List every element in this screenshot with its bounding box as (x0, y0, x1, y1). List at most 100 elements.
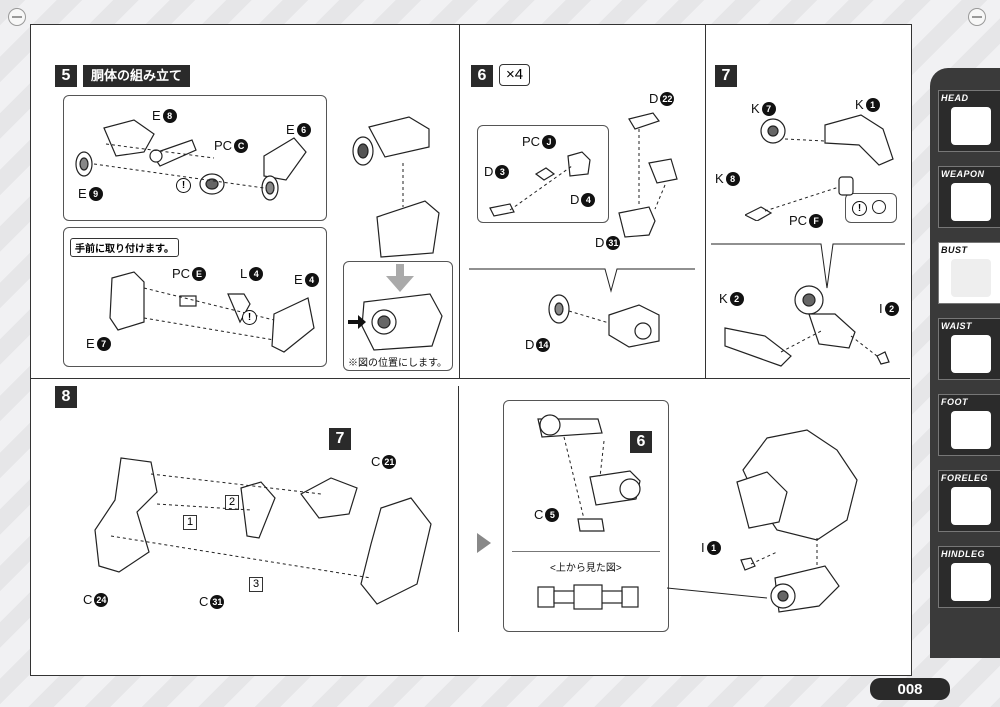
label-pc-c: PC C (214, 138, 249, 153)
step6-parts (618, 112, 678, 238)
label-e9-letter: E (78, 186, 87, 201)
label-d3-letter: D (484, 164, 494, 179)
label-e8: E 8 (152, 108, 177, 123)
label-i2-letter: I (879, 301, 883, 316)
tab-foreleg-label: FORELEG (941, 473, 989, 483)
step8-panel: 8 7 C 21 C 24 C 31 2 1 3 (31, 378, 910, 674)
tab-bust[interactable]: BUST (938, 242, 1000, 304)
tab-waist[interactable]: WAIST (938, 318, 1000, 380)
label-pc-f: PC F (789, 213, 824, 228)
instruction-sheet: 5 胴体の組み立て E 8 (30, 24, 912, 676)
step6-multiplier: ×4 (499, 64, 531, 86)
top-view-caption: <上から見た図> (550, 563, 622, 574)
label-e7: E 7 (86, 336, 111, 351)
label-e8-letter: E (152, 108, 161, 123)
step8-ref-step6: 6 (630, 431, 652, 453)
badge-l4: 4 (249, 266, 264, 281)
label-c24: C 24 (83, 592, 109, 607)
step8-sub-box: 6 C 5 <上から見た図> (503, 400, 669, 632)
warning-icon: ! (242, 310, 257, 325)
badge-k1: 1 (865, 97, 880, 112)
label-c5-letter: C (534, 507, 544, 522)
step5-upper-parts (75, 119, 307, 201)
badge-k8: 8 (725, 171, 740, 186)
label-i1: I 1 (701, 540, 721, 555)
ring-icon (872, 200, 886, 214)
badge-i2: 2 (884, 301, 899, 316)
step8-number: 8 (55, 386, 77, 408)
step5-note: 手前に取り付けます。 (70, 238, 179, 257)
badge-pc-j: J (542, 134, 557, 149)
label-c31: C 31 (199, 594, 225, 609)
foot-icon (951, 411, 991, 449)
step8-bust-assembly (667, 429, 858, 613)
order-mark-1: 1 (183, 515, 198, 530)
step6-number: 6 (471, 65, 493, 87)
label-k1: K 1 (855, 97, 880, 112)
order-mark-2: 2 (225, 495, 240, 510)
label-d3: D 3 (484, 164, 510, 179)
tab-head[interactable]: HEAD (938, 90, 1000, 152)
page-number: 008 (870, 678, 950, 700)
badge-e7: 7 (96, 336, 111, 351)
label-e4: E 4 (294, 272, 319, 287)
step6-sub-box: PC J D 3 D 4 (477, 125, 609, 223)
step5-panel: 5 胴体の組み立て E 8 (31, 25, 460, 379)
tab-weapon-label: WEAPON (941, 169, 985, 179)
top-view-diagram (537, 584, 639, 610)
step6-panel: 6 ×4 PC J D 3 D 4 (459, 25, 706, 379)
label-k7-letter: K (751, 101, 760, 116)
tab-foreleg[interactable]: FORELEG (938, 470, 1000, 532)
label-l4-letter: L (240, 266, 248, 281)
step5-title: 胴体の組み立て (83, 65, 191, 87)
badge-d22: 22 (660, 91, 675, 106)
label-i1-letter: I (701, 540, 705, 555)
label-d4: D 4 (570, 192, 596, 207)
badge-k2: 2 (729, 291, 744, 306)
label-c21: C 21 (371, 454, 397, 469)
warning-icon: ! (852, 201, 867, 216)
label-d31-letter: D (595, 235, 605, 250)
tab-waist-label: WAIST (941, 321, 972, 331)
badge-k7: 7 (761, 101, 776, 116)
sub-divider (512, 551, 660, 552)
label-pc-j-letter: PC (522, 134, 541, 149)
weapon-icon (951, 183, 991, 221)
badge-pc-c: C (234, 138, 249, 153)
step5-lower-parts (109, 271, 315, 353)
label-c24-letter: C (83, 592, 93, 607)
flow-arrow (477, 533, 491, 553)
badge-i1: 1 (706, 540, 721, 555)
tab-hindleg[interactable]: HINDLEG (938, 546, 1000, 608)
label-d22-letter: D (649, 91, 659, 106)
step8-sub-parts (537, 414, 641, 532)
tab-hindleg-label: HINDLEG (941, 549, 985, 559)
step8-ref-step7: 7 (329, 428, 351, 450)
label-d4-letter: D (570, 192, 580, 207)
badge-d31: 31 (606, 235, 621, 250)
label-e4-letter: E (294, 272, 303, 287)
tab-bust-label: BUST (941, 245, 968, 255)
label-d22: D 22 (649, 91, 675, 106)
step5-position-caption: ※図の位置にします。 (348, 358, 447, 369)
badge-c24: 24 (94, 592, 109, 607)
badge-pc-e: E (192, 266, 207, 281)
label-d31: D 31 (595, 235, 621, 250)
badge-c5: 5 (545, 507, 560, 522)
head-icon (951, 107, 991, 145)
badge-d3: 3 (495, 164, 510, 179)
tab-foot[interactable]: FOOT (938, 394, 1000, 456)
badge-e8: 8 (162, 108, 177, 123)
label-pc-f-letter: PC (789, 213, 808, 228)
section-sidebar: HEAD WEAPON BUST WAIST FOOT FORELEG HIND… (930, 68, 1000, 658)
label-k2-letter: K (719, 291, 728, 306)
foreleg-icon (951, 487, 991, 525)
label-pc-c-letter: PC (214, 138, 233, 153)
badge-e9: 9 (88, 186, 103, 201)
label-d14: D 14 (525, 337, 551, 352)
tab-weapon[interactable]: WEAPON (938, 166, 1000, 228)
step7-upper-parts (745, 114, 894, 221)
label-c31-letter: C (199, 594, 209, 609)
label-pc-e: PC E (172, 266, 207, 281)
screw-icon (968, 8, 986, 26)
